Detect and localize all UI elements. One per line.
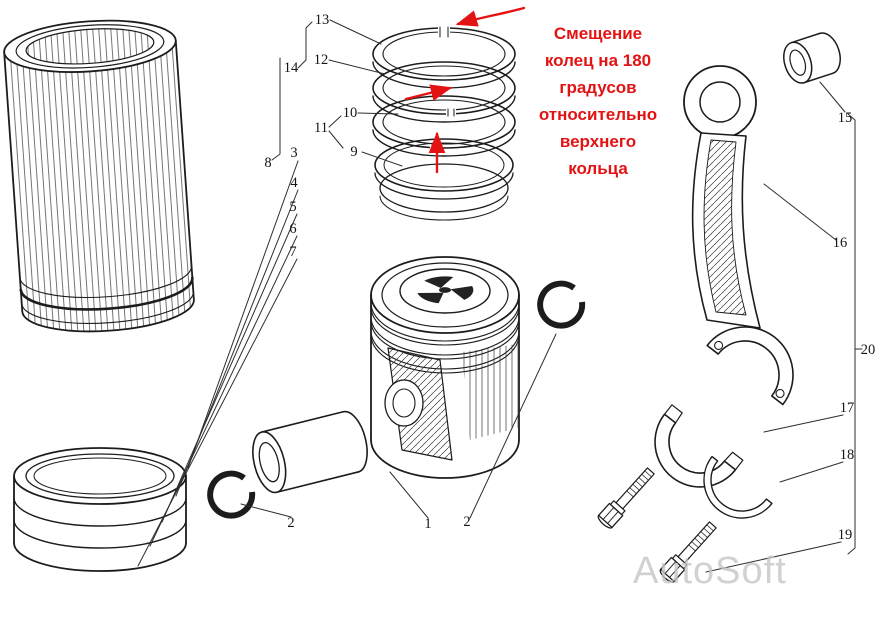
callout-1: 1 [424, 516, 431, 532]
ring-offset-annotation: Смещение колец на 180 градусов относител… [528, 20, 668, 182]
red-arrow-top [455, 6, 526, 27]
bushing-drawing [783, 32, 841, 84]
annotation-line: колец на 180 [544, 51, 652, 70]
callout-2-left: 2 [287, 515, 294, 531]
circlip-left-drawing [207, 470, 256, 519]
red-arrow-middle [404, 84, 453, 101]
rod-bolt-drawing [659, 521, 717, 583]
callout-8: 8 [264, 155, 271, 171]
red-arrows [404, 6, 526, 174]
piston-ring-set-large-drawing [13, 447, 187, 572]
callout-18: 18 [840, 447, 855, 463]
callout-16: 16 [833, 235, 848, 251]
callout-17: 17 [840, 400, 855, 416]
annotation-line: градусов [559, 78, 637, 97]
callout-13: 13 [315, 12, 330, 28]
callout-20: 20 [861, 342, 876, 358]
connecting-rod-drawing [683, 65, 794, 406]
bearing-shell-drawing [703, 455, 773, 519]
callout-4: 4 [290, 175, 298, 191]
piston-pin-drawing [252, 410, 368, 494]
circlip-right-drawing [537, 280, 586, 329]
callout-3: 3 [290, 145, 297, 161]
piston-drawing [370, 256, 520, 479]
callout-19: 19 [838, 527, 853, 543]
bearing-cap-drawing [654, 404, 744, 488]
callout-11: 11 [314, 120, 328, 136]
callout-5: 5 [289, 199, 296, 215]
annotation-line: кольца [568, 159, 628, 178]
annotation-line: относительно [538, 105, 658, 124]
callout-15: 15 [838, 110, 853, 126]
callout-14: 14 [284, 60, 299, 76]
cylinder-liner-drawing [3, 19, 195, 333]
callout-9: 9 [350, 144, 357, 160]
rod-bolt-drawing [597, 467, 655, 529]
callout-numbers: 13 14 12 11 10 9 8 3 4 5 6 7 1 2 2 15 16… [264, 12, 875, 543]
piston-ring-stack-drawing [372, 26, 516, 221]
callout-6: 6 [289, 221, 296, 237]
callout-7: 7 [289, 244, 296, 260]
callout-10: 10 [343, 105, 358, 121]
annotation-line: Смещение [553, 24, 643, 43]
watermark: AutoSoft [633, 550, 787, 592]
callout-2-right: 2 [463, 514, 470, 530]
callout-12: 12 [314, 52, 329, 68]
annotation-line: верхнего [559, 132, 637, 151]
leader-lines [137, 19, 863, 573]
